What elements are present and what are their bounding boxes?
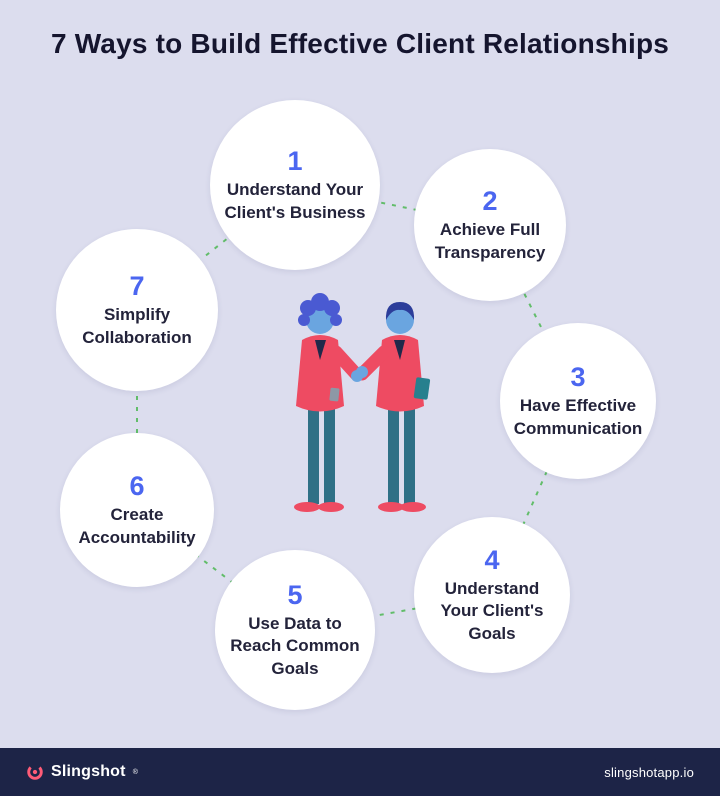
footer-bar: Slingshot ® slingshotapp.io (0, 748, 720, 796)
step-circle-6: 6 Create Accountability (60, 433, 214, 587)
step-label: Understand Your Client's Goals (440, 579, 544, 643)
person-left (294, 293, 363, 512)
step-label: Simplify Collaboration (82, 305, 192, 347)
slingshot-logo-icon (27, 764, 43, 780)
step-label: Use Data to Reach Common Goals (230, 614, 360, 678)
step-number: 2 (482, 186, 498, 217)
registered-mark: ® (132, 769, 138, 776)
step-circle-3: 3 Have Effective Communication (500, 323, 656, 479)
step-number: 3 (570, 362, 586, 393)
step-number: 6 (129, 471, 145, 502)
step-label: Understand Your Client's Business (224, 180, 366, 222)
person-right (355, 302, 431, 512)
step-label: Have Effective Communication (513, 396, 643, 438)
step-circle-7: 7 Simplify Collaboration (56, 229, 218, 391)
brand-name: Slingshot (51, 763, 126, 780)
brand: Slingshot ® (26, 763, 138, 781)
step-circle-4: 4 Understand Your Client's Goals (414, 517, 570, 673)
step-number: 4 (484, 545, 500, 576)
step-circle-2: 2 Achieve Full Transparency (414, 149, 566, 301)
handshake-illustration (250, 278, 470, 548)
step-number: 5 (287, 580, 303, 611)
step-label: Achieve Full Transparency (434, 220, 546, 262)
step-number: 7 (129, 271, 145, 302)
step-label: Create Accountability (78, 505, 196, 547)
step-number: 1 (287, 146, 303, 177)
footer-website: slingshotapp.io (604, 764, 694, 780)
step-circle-1: 1 Understand Your Client's Business (210, 100, 380, 270)
step-circle-5: 5 Use Data to Reach Common Goals (215, 550, 375, 710)
page-title: 7 Ways to Build Effective Client Relatio… (50, 28, 670, 59)
